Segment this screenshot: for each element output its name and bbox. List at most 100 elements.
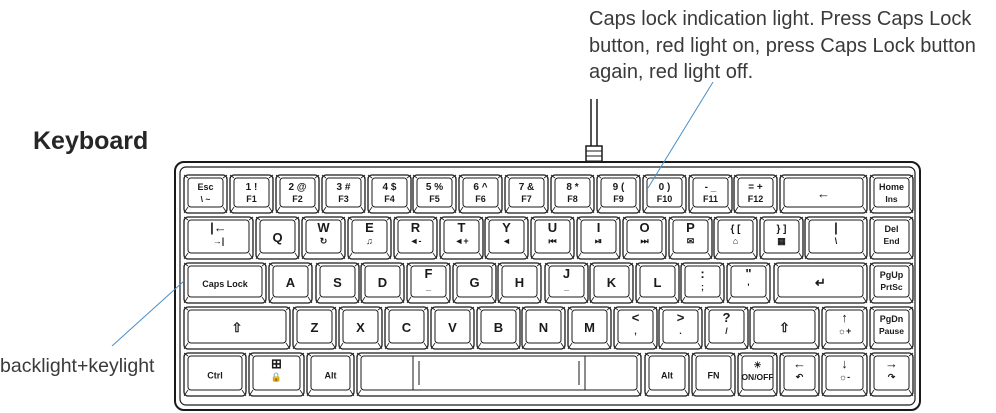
key-i[interactable]: I⏯ xyxy=(576,216,621,260)
key-1[interactable]: 1 !F1 xyxy=(229,174,274,214)
key-bracket-left[interactable]: { [⌂ xyxy=(713,216,758,260)
key-bevel xyxy=(684,389,690,397)
key-f[interactable]: F_ xyxy=(406,262,451,304)
key-slash[interactable]: ?/ xyxy=(704,306,749,350)
key-bevel xyxy=(306,389,312,397)
key-top xyxy=(272,265,309,298)
key-label: 9 ( xyxy=(613,182,625,193)
key-3[interactable]: 3 #F3 xyxy=(321,174,366,214)
key-light-toggle[interactable]: ☀ON/OFF xyxy=(737,352,778,397)
key-bevel xyxy=(688,206,694,214)
key-esc[interactable]: Esc\ ~ xyxy=(183,174,228,214)
key-c[interactable]: C xyxy=(384,306,429,350)
key-x[interactable]: X xyxy=(338,306,383,350)
key-shift-left[interactable]: ⇧ xyxy=(183,306,291,350)
key-bevel xyxy=(613,342,619,350)
key-top xyxy=(783,177,864,208)
key-backspace[interactable]: ← xyxy=(779,174,868,214)
key-bevel xyxy=(589,262,595,267)
key-g[interactable]: G xyxy=(452,262,497,304)
key-shift-right[interactable]: ⇧ xyxy=(749,306,820,350)
key-bevel xyxy=(349,352,355,357)
key-n[interactable]: N xyxy=(521,306,566,350)
key-semicolon[interactable]: :; xyxy=(680,262,725,304)
key-p[interactable]: P✉ xyxy=(668,216,713,260)
key-z[interactable]: Z xyxy=(292,306,337,350)
key-label: { [ xyxy=(731,224,742,235)
key-up[interactable]: ↑☼+ xyxy=(821,306,868,350)
key-u[interactable]: U⏮ xyxy=(530,216,575,260)
key-7[interactable]: 7 &F7 xyxy=(504,174,549,214)
key-label: B xyxy=(494,320,503,335)
key-k[interactable]: K xyxy=(589,262,634,304)
key-minus[interactable]: - _F11 xyxy=(688,174,733,214)
key-label: ↑ xyxy=(841,310,848,325)
key-enter[interactable]: ↵ xyxy=(773,262,868,304)
key-bracket-right[interactable]: } ]▦ xyxy=(759,216,804,260)
key-ctrl[interactable]: Ctrl xyxy=(183,352,247,397)
key-0[interactable]: 0 )F10 xyxy=(642,174,687,214)
key-t[interactable]: T◄+ xyxy=(439,216,484,260)
key-a[interactable]: A xyxy=(268,262,313,304)
key-alt-left[interactable]: Alt xyxy=(306,352,355,397)
key-5[interactable]: 5 %F5 xyxy=(412,174,457,214)
key-j[interactable]: J_ xyxy=(544,262,589,304)
key-2[interactable]: 2 @F2 xyxy=(275,174,320,214)
key-o[interactable]: O⏭ xyxy=(622,216,667,260)
key-left[interactable]: ←↶ xyxy=(779,352,820,397)
key-sublabel: F11 xyxy=(703,194,718,204)
key-bevel xyxy=(908,389,914,397)
key-comma[interactable]: <, xyxy=(613,306,658,350)
key-sublabel: ☼+ xyxy=(838,326,852,336)
key-space[interactable] xyxy=(356,352,642,397)
key-bevel xyxy=(299,389,305,397)
key-backslash[interactable]: |\ xyxy=(804,216,868,260)
key-alt-right[interactable]: Alt xyxy=(644,352,690,397)
key-top xyxy=(548,265,585,298)
key-equal[interactable]: = +F12 xyxy=(733,174,778,214)
key-top xyxy=(279,177,316,208)
key-4[interactable]: 4 $F4 xyxy=(367,174,412,214)
key-top xyxy=(187,265,263,298)
key-right[interactable]: →↷ xyxy=(869,352,914,397)
key-q[interactable]: Q xyxy=(255,216,300,260)
key-d[interactable]: D xyxy=(360,262,405,304)
key-l[interactable]: L xyxy=(635,262,680,304)
key-sublabel: F1 xyxy=(246,194,257,204)
key-label: 3 # xyxy=(337,182,351,193)
key-label: U xyxy=(548,220,557,235)
key-w[interactable]: W↻ xyxy=(301,216,346,260)
key-9[interactable]: 9 (F9 xyxy=(596,174,641,214)
key-bevel xyxy=(268,262,274,267)
key-tab[interactable]: |←→| xyxy=(183,216,254,260)
key-6[interactable]: 6 ^F6 xyxy=(458,174,503,214)
key-caps-lock[interactable]: Caps Lock xyxy=(183,262,267,304)
key-8[interactable]: 8 *F8 xyxy=(550,174,595,214)
key-win[interactable]: ⊞🔒 xyxy=(248,352,305,397)
key-e[interactable]: E♫ xyxy=(347,216,392,260)
key-down[interactable]: ↓☼- xyxy=(821,352,868,397)
key-h[interactable]: H xyxy=(497,262,542,304)
key-bevel xyxy=(504,206,510,214)
key-sublabel: , xyxy=(634,326,637,336)
key-r[interactable]: R◄- xyxy=(393,216,438,260)
key-bevel xyxy=(681,174,687,179)
key-label: I xyxy=(597,220,601,235)
page-title: Keyboard xyxy=(33,127,149,155)
key-v[interactable]: V xyxy=(430,306,475,350)
key-fn[interactable]: FN xyxy=(691,352,736,397)
key-m[interactable]: M xyxy=(567,306,612,350)
key-bevel xyxy=(268,296,274,304)
key-bevel xyxy=(452,262,458,267)
key-quote[interactable]: "' xyxy=(726,262,771,304)
key-y[interactable]: Y◄ xyxy=(484,216,529,260)
key-bevel xyxy=(515,342,521,350)
key-b[interactable]: B xyxy=(476,306,521,350)
key-period[interactable]: >. xyxy=(658,306,703,350)
key-s[interactable]: S xyxy=(315,262,360,304)
key-bevel xyxy=(331,342,337,350)
